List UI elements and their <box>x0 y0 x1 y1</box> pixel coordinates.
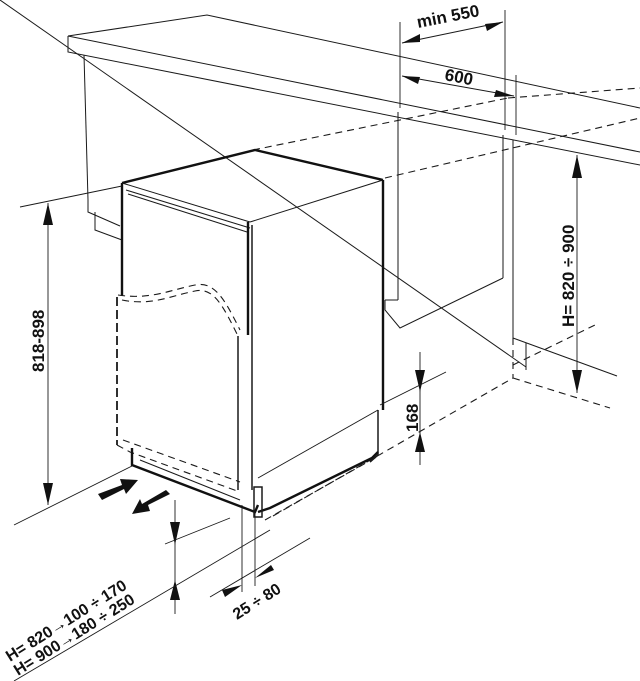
left-cabinet <box>83 54 123 241</box>
door-panel <box>116 283 241 493</box>
countertop <box>67 14 640 166</box>
niche-height-dimension: H= 820 ÷ 900 <box>559 155 582 393</box>
appliance-base <box>130 448 381 521</box>
plinth-offset-dimension: 25 ÷ 80 <box>209 505 311 623</box>
remove-direction-arrow <box>132 490 170 514</box>
appliance <box>120 148 385 490</box>
appliance-height-dimension: 818-898 <box>13 185 133 526</box>
appliance-height-label: 818-898 <box>29 310 48 372</box>
plinth-gap-dimension <box>13 500 271 681</box>
min-depth-label: min 550 <box>415 1 481 32</box>
direction-arrows <box>98 479 170 514</box>
plinth-height-label: 168 <box>403 404 422 432</box>
plinth-height-dimension: 168 <box>379 352 447 465</box>
niche-height-label: H= 820 ÷ 900 <box>559 225 578 327</box>
plinth-rules: H= 820→100 ÷ 170 H= 900→180 ÷ 250 <box>3 577 138 679</box>
depth-label: 600 <box>443 65 474 89</box>
right-cabinet <box>0 0 618 377</box>
insert-direction-arrow <box>98 479 138 500</box>
niche-outline <box>252 87 640 517</box>
